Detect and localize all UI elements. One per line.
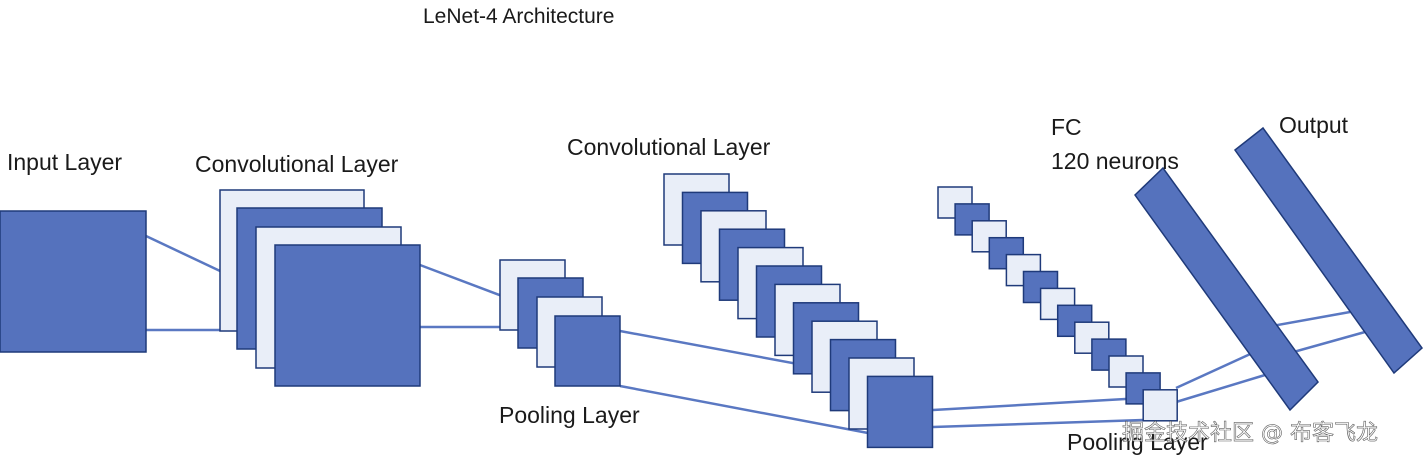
pool1-label: Pooling Layer (499, 402, 640, 428)
conv2-stack (663, 173, 934, 449)
watermark-text: 掘金技术社区 @ 布客飞龙 (1122, 421, 1378, 446)
connector-pool2-fc-bottom (1175, 373, 1266, 404)
fc-label-line2: 120 neurons (1051, 148, 1179, 174)
input-layer-block (0, 210, 147, 353)
conv1-feature-map (274, 244, 421, 387)
input-layer-label: Input Layer (7, 149, 122, 175)
conv2-feature-map (866, 375, 934, 449)
connector-conv2-pool2-bottom (932, 418, 1144, 429)
pool2-stack (937, 186, 1178, 422)
output-label: Output (1279, 112, 1349, 138)
conv2-label: Convolutional Layer (567, 134, 771, 160)
pool1-feature-map (554, 315, 621, 387)
pool2-feature-map (1142, 389, 1178, 422)
pool2-label: Pooling Layer (1067, 429, 1208, 455)
diagram-title: LeNet-4 Architecture (423, 5, 614, 28)
fc-layer-bar (1134, 166, 1319, 412)
conv1-label: Convolutional Layer (195, 151, 399, 177)
pool1-stack (499, 259, 621, 387)
conv1-stack (219, 189, 421, 387)
fc-label-line1: FC (1051, 114, 1082, 140)
connector-conv2-pool2-top (932, 396, 1144, 412)
output-layer-bar (1233, 126, 1424, 375)
connector-pool1-conv2-bottom (619, 384, 869, 435)
